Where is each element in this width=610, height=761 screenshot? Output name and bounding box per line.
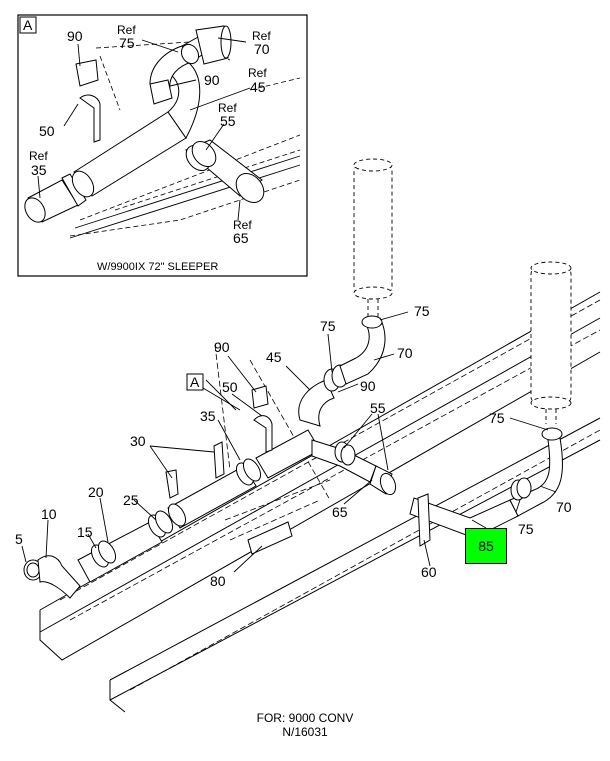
callout-75-top: 75 <box>414 303 430 319</box>
callout-30: 30 <box>130 433 146 449</box>
callout-15: 15 <box>77 524 93 540</box>
inset-callout-35: 35 <box>31 162 47 178</box>
inset-callout-55: 55 <box>220 113 236 129</box>
inset-callout-75: 75 <box>119 35 135 51</box>
inset-caption: W/9900IX 72" SLEEPER <box>97 261 218 273</box>
muffler-right <box>530 261 572 424</box>
inset-callout-ref45: Ref <box>248 66 267 80</box>
callout-25: 25 <box>123 492 139 508</box>
footer-drawing-number: N/16031 <box>282 725 328 739</box>
inset-callout-ref35: Ref <box>29 149 48 163</box>
inset-pipes <box>24 25 265 223</box>
inset-callout-ref70: Ref <box>252 29 271 43</box>
callout-45: 45 <box>266 349 282 365</box>
callout-75-right: 75 <box>489 410 505 426</box>
callout-70-right: 70 <box>556 499 572 515</box>
inset-callout-90b: 90 <box>204 72 220 88</box>
callout-75-upper: 75 <box>320 318 336 334</box>
inset-callout-ref75: Ref <box>117 23 136 37</box>
main-pipes <box>23 315 563 599</box>
callout-60: 60 <box>421 564 437 580</box>
inset-callout-65: 65 <box>233 230 249 246</box>
callout-10: 10 <box>41 506 57 522</box>
callout-50: 50 <box>222 379 238 395</box>
highlighted-part-label: 85 <box>478 538 494 554</box>
footer-model: FOR: 9000 CONV <box>256 711 354 725</box>
callout-5: 5 <box>15 531 23 547</box>
inset-callout-70: 70 <box>254 41 270 57</box>
callout-35: 35 <box>200 408 216 424</box>
inset-tag: A <box>23 17 33 33</box>
inset-leaders <box>37 37 251 221</box>
muffler-left <box>353 158 393 318</box>
callout-65: 65 <box>332 504 348 520</box>
inset-callout-45: 45 <box>250 79 266 95</box>
inset-callout-ref65: Ref <box>233 218 252 232</box>
callout-70-upper: 70 <box>397 345 413 361</box>
view-a-tag: A <box>190 374 200 390</box>
callout-90-right: 90 <box>360 378 376 394</box>
highlighted-part-85[interactable]: 85 <box>465 528 507 564</box>
callout-55: 55 <box>370 400 386 416</box>
inset-tag-box <box>19 16 37 34</box>
main-labels: A 75 75 70 90 45 90 50 55 35 30 75 70 20… <box>15 303 572 589</box>
callout-90-left: 90 <box>214 339 230 355</box>
inset-callout-90a: 90 <box>67 28 83 44</box>
inset-labels: A 90 Ref 75 Ref 70 90 Ref 45 Ref 55 50 R… <box>23 17 271 273</box>
inset-callout-50: 50 <box>39 123 55 139</box>
view-a-tag-box <box>186 373 204 391</box>
inset-frame <box>17 14 308 277</box>
inset-lower-rail <box>69 155 301 239</box>
callout-80: 80 <box>210 573 226 589</box>
callout-20: 20 <box>88 484 104 500</box>
inset-callout-ref55: Ref <box>218 101 237 115</box>
callout-75-lower-right: 75 <box>518 521 534 537</box>
view-a-arrow <box>202 387 241 411</box>
